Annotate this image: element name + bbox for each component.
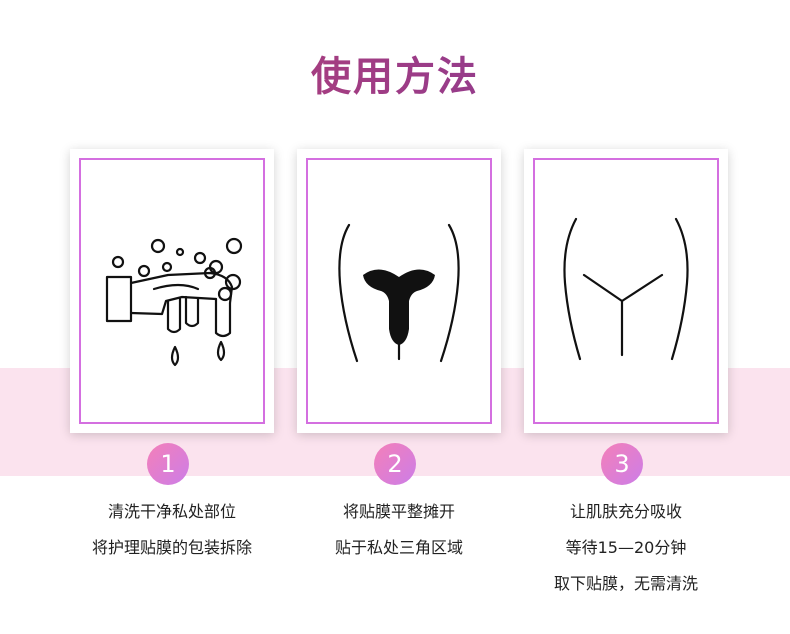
card-frame [79,158,265,424]
apply-patch-icon [338,223,460,363]
step-2-caption: 将贴膜平整摊开 贴于私处三角区域 [269,494,529,566]
card-frame [533,158,719,424]
step-3-number-badge: 3 [601,443,643,485]
step-1-caption: 清洗干净私处部位 将护理贴膜的包装拆除 [42,494,302,566]
body-outline-icon [563,217,689,361]
step-1-card [70,149,274,433]
step-1-line-2: 将护理贴膜的包装拆除 [91,538,252,557]
step-3-card [524,149,728,433]
step-3-line-2: 等待15—20分钟 [565,538,687,557]
page-title: 使用方法 [0,44,790,102]
card-frame [306,158,492,424]
step-2-line-2: 贴于私处三角区域 [334,538,463,557]
step-3-line-3: 取下贴膜，无需清洗 [553,574,698,593]
step-2-card [297,149,501,433]
step-1-line-1: 清洗干净私处部位 [107,502,236,521]
step-1-number-badge: 1 [147,443,189,485]
hand-washing-icon [105,237,243,367]
step-2-line-1: 将贴膜平整摊开 [342,502,455,521]
step-3-caption: 让肌肤充分吸收 等待15—20分钟 取下贴膜，无需清洗 [496,494,756,602]
step-2-number-badge: 2 [374,443,416,485]
step-3-line-1: 让肌肤充分吸收 [569,502,682,521]
